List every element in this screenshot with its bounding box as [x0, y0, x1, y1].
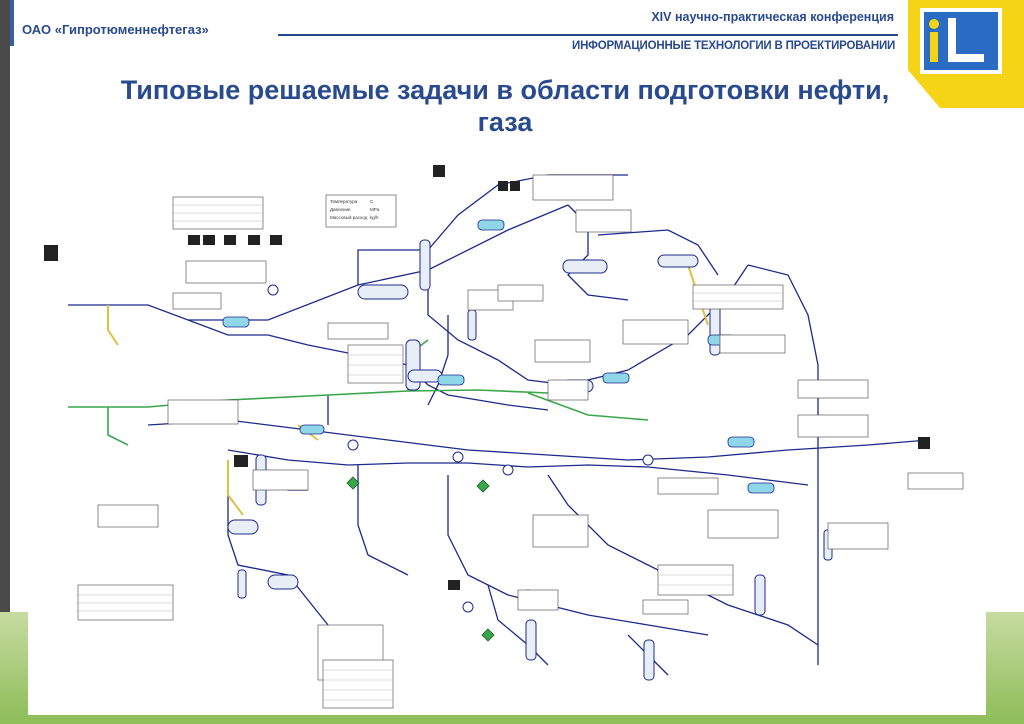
- company-name: ОАО «Гипротюменнефтегаз»: [22, 22, 209, 37]
- heat-exchangers: [222, 219, 775, 494]
- instrument-blocks: [44, 165, 930, 590]
- process-flow-diagram: Температура Давление Массовый расход C M…: [28, 145, 986, 715]
- green-valves: [346, 476, 495, 642]
- left-edge-bar: [0, 0, 10, 724]
- header-divider: [278, 34, 898, 36]
- data-tables: [77, 174, 964, 709]
- conference-topic: ИНФОРМАЦИОННЫЕ ТЕХНОЛОГИИ В ПРОЕКТИРОВАН…: [572, 40, 896, 52]
- label-temperature: Температура: [330, 199, 358, 204]
- label-mass-flow: Массовый расход: [330, 214, 368, 220]
- label-pressure: Давление: [330, 207, 351, 212]
- conference-title: XIV научно-практическая конференция: [651, 10, 894, 24]
- drum-vessels: [227, 254, 699, 590]
- label-unit-kgh: kg/h: [370, 215, 379, 220]
- conference-logo: [900, 0, 1024, 108]
- pipeline-network: [68, 174, 929, 676]
- diagram-labels: Температура Давление Массовый расход C M…: [330, 199, 380, 220]
- page-title: Типовые решаемые задачи в области подгот…: [40, 74, 970, 138]
- table-rows: [78, 204, 783, 701]
- label-unit-c: C: [370, 199, 374, 204]
- page-title-line-1: Типовые решаемые задачи в области подгот…: [120, 75, 890, 105]
- label-unit-mpa: MPa: [370, 207, 380, 212]
- page-title-line-2: газа: [477, 107, 533, 137]
- left-edge-accent: [10, 0, 14, 46]
